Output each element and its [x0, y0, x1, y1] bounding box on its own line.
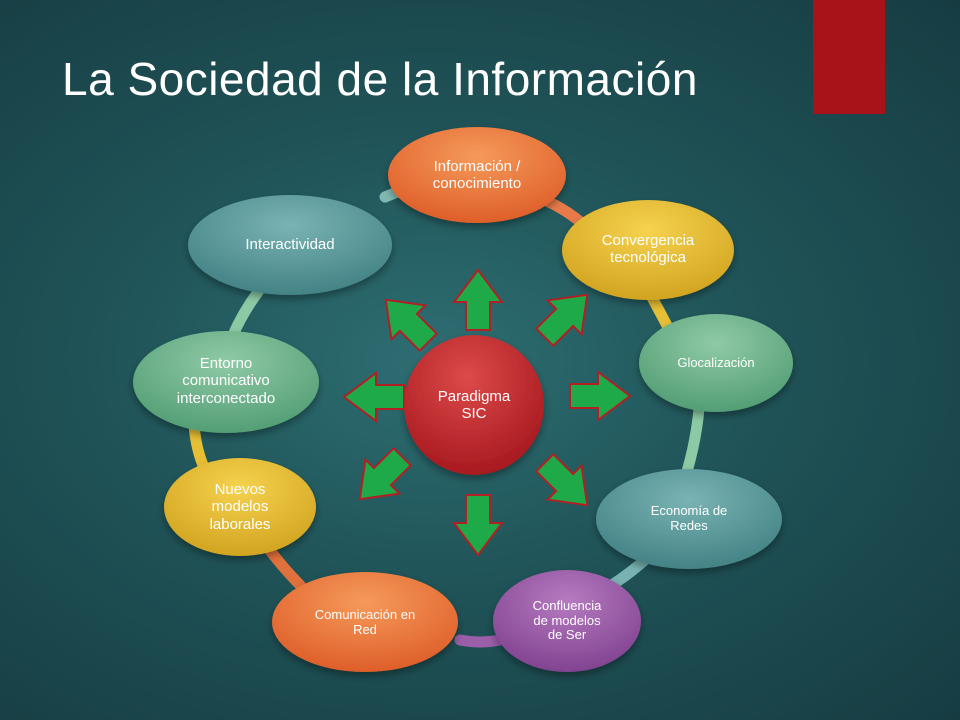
arrow-up-right-icon	[526, 276, 606, 356]
arrow-down-left-icon	[341, 438, 421, 518]
node-comunicacion	[272, 572, 458, 672]
ring-segment	[262, 542, 306, 591]
node-economia	[596, 469, 782, 569]
node-nuevos	[164, 458, 316, 556]
arrow-down-right-icon	[526, 444, 606, 524]
node-convergencia	[562, 200, 734, 300]
ring-segment	[454, 634, 506, 648]
arrow-down-icon	[453, 494, 503, 556]
center-node	[404, 335, 544, 475]
arrow-right-icon	[569, 371, 631, 421]
ring-segment	[188, 419, 211, 476]
arrow-up-left-icon	[367, 281, 447, 361]
accent-bar	[813, 0, 885, 114]
slide-title: La Sociedad de la Información	[62, 53, 698, 105]
node-confluencia	[493, 570, 641, 672]
node-glocalizacion	[639, 314, 793, 412]
node-entorno	[133, 331, 319, 433]
arrow-left-icon	[343, 372, 405, 422]
ring-segment	[227, 286, 264, 341]
arrow-up-icon	[453, 269, 503, 331]
node-interactividad	[188, 195, 392, 295]
node-informacion	[388, 127, 566, 223]
